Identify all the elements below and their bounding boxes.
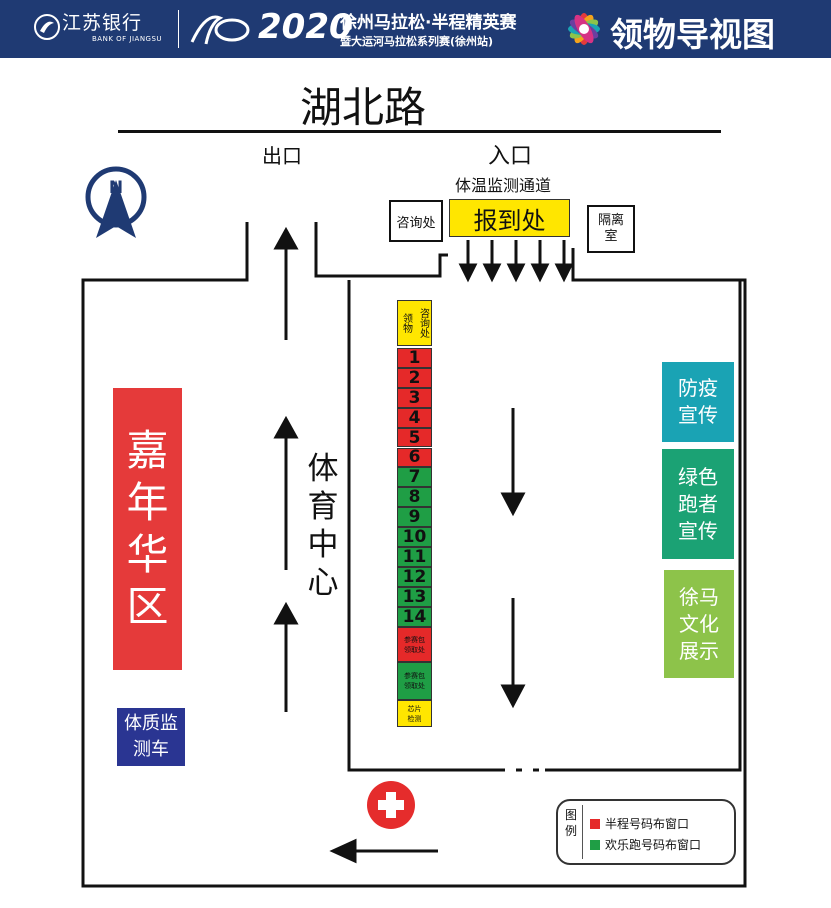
green-runner-label: 绿色跑者宣传 [678,464,718,543]
participant-pickup-1: 参赛包领取处 [397,627,432,662]
pickup-consultation-booth: 领物 咨询处 [397,300,432,346]
xuma-culture-display: 徐马文化展示 [664,570,734,678]
participant-pickup-2-label: 参赛包领取处 [404,672,425,690]
legend: 图例 半程号码布窗口 欢乐跑号码布窗口 [556,799,736,865]
bib-window: 4 [397,408,432,428]
event-subtitle: 暨大运河马拉松系列赛(徐州站) [340,35,494,48]
participant-pickup-2: 参赛包领取处 [397,662,432,700]
road-line [118,130,721,133]
header-year: 2020 [258,7,353,47]
physical-check-label: 体质监测车 [124,713,178,760]
first-aid-icon [367,781,415,829]
header-banner: 江苏银行 BANK OF JIANGSU 2020 徐州马拉松·半程精英赛 暨大… [0,0,831,58]
bib-window: 10 [397,527,432,547]
bib-window: 7 [397,467,432,487]
up-arrow-icon [273,226,299,712]
bib-window: 6 [397,447,432,467]
bib-window: 3 [397,388,432,408]
compass-letter: N [109,178,123,198]
exit-left-arrow-icon [329,838,438,864]
chip-check: 芯片检测 [397,700,432,727]
pickup-consult-label: 咨询处 [417,308,429,338]
event-flower-logo-icon [568,13,600,45]
exit-label: 出口 [262,144,302,168]
check-in-desk: 报到处 [449,199,570,237]
legend-green-swatch [590,839,600,850]
pickup-label: 领物 [400,313,412,333]
legend-divider [582,805,583,859]
xuma-culture-label: 徐马文化展示 [679,584,719,663]
north-compass-icon [85,166,147,238]
carnival-zone: 嘉年华区 [113,388,182,670]
bib-window: 11 [397,547,432,567]
isolation-room: 隔离室 [587,205,635,253]
legend-half-label: 半程号码布窗口 [605,817,690,831]
event-title: 徐州马拉松·半程精英赛 [340,13,517,33]
bank-logo-icon [34,14,60,40]
chip-check-label: 芯片检测 [407,704,422,723]
bib-window: 8 [397,487,432,507]
bib-window: 1 [397,348,432,368]
bib-window: 2 [397,368,432,388]
prevention-promo: 防疫宣传 [662,362,734,442]
legend-fun: 欢乐跑号码布窗口 [590,836,701,853]
flow-down-arrow-icon [500,408,526,709]
consultation-label: 咨询处 [396,215,436,231]
green-runner-promo: 绿色跑者宣传 [662,449,734,559]
map-title: 领物导视图 [610,15,775,54]
bib-window: 9 [397,507,432,527]
bib-window: 13 [397,587,432,607]
legend-title: 图例 [564,808,577,838]
venue-walls [81,222,747,888]
header-divider [178,10,179,48]
isolation-label: 隔离室 [597,213,624,244]
bank-name-en: BANK OF JIANGSU [92,35,163,43]
bib-window: 14 [397,607,432,627]
carnival-label: 嘉年华区 [126,426,169,631]
down-arrows-icon [458,240,574,283]
legend-fun-label: 欢乐跑号码布窗口 [605,838,702,852]
bank-name: 江苏银行 [62,12,143,34]
participant-pickup-1-label: 参赛包领取处 [404,635,425,654]
entry-label: 入口 [488,144,533,169]
legend-red-swatch [590,818,600,829]
consultation-booth: 咨询处 [389,200,443,242]
legend-half: 半程号码布窗口 [590,815,689,832]
bib-window: 5 [397,428,432,448]
physical-check-vehicle: 体质监测车 [117,708,185,766]
prevention-label: 防疫宣传 [678,376,718,427]
sports-center-label: 体育中心 [307,451,339,601]
svg-text:N: N [109,178,123,198]
bib-window: 12 [397,567,432,587]
check-in-label: 报到处 [473,206,546,235]
anniversary-logo-icon [190,15,250,45]
temperature-channel-label: 体温监测通道 [455,176,552,195]
road-name: 湖北路 [300,83,427,132]
